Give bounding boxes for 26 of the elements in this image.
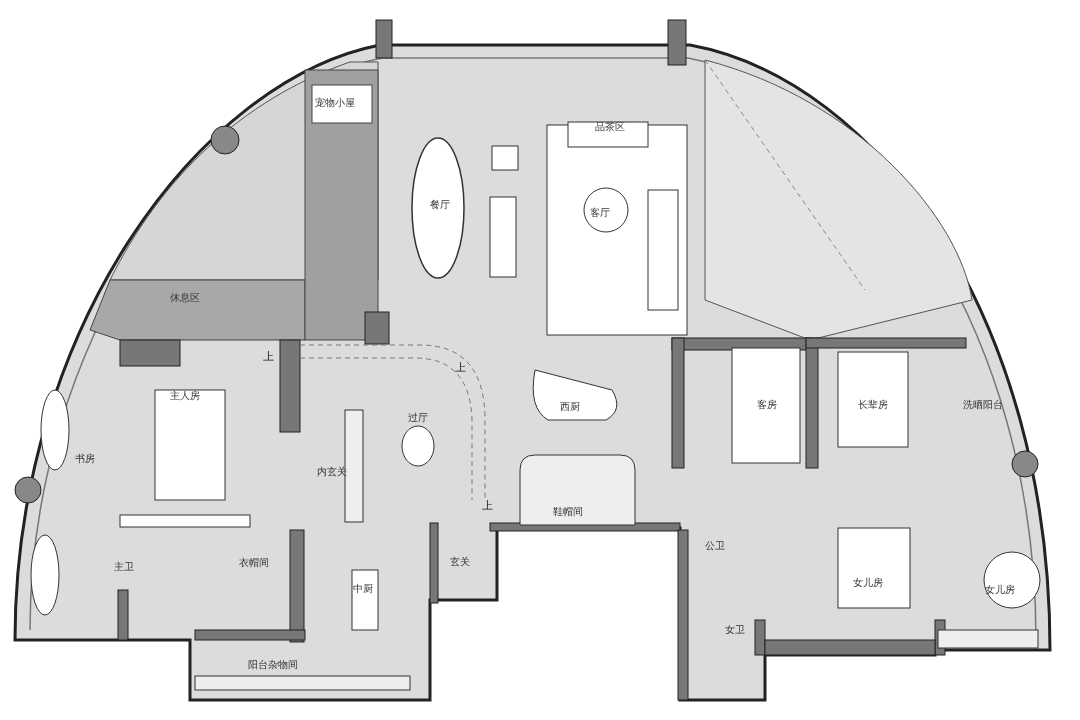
- room-label: 西厨: [560, 402, 580, 412]
- room-label: 客厅: [590, 208, 610, 218]
- room-label: 阳台杂物间: [248, 660, 298, 670]
- room-label: 中厨: [353, 584, 373, 594]
- room-label: 女儿房: [853, 578, 883, 588]
- room-label: 内玄关: [317, 467, 347, 477]
- room-label: 主人房: [170, 391, 200, 401]
- room-label: 女卫: [725, 625, 745, 635]
- room-label: 客房: [757, 400, 777, 410]
- room-label: 洗晒阳台: [963, 400, 1003, 410]
- stair-up-mark: 上: [481, 499, 493, 511]
- stair-up-mark: 上: [454, 361, 466, 373]
- room-label: 餐厅: [430, 200, 450, 210]
- room-label: 公卫: [705, 541, 725, 551]
- room-label: 衣帽间: [239, 558, 269, 568]
- room-label: 长辈房: [858, 400, 888, 410]
- room-label: 过厅: [408, 413, 428, 423]
- room-label: 主卫: [114, 562, 134, 572]
- stair-up-mark: 上: [262, 350, 274, 362]
- room-label: 玄关: [450, 557, 470, 567]
- room-label: 女儿房: [985, 585, 1015, 595]
- room-label: 休息区: [170, 293, 200, 303]
- room-label: 宠物小屋: [315, 98, 355, 108]
- room-label: 鞋帽间: [553, 507, 583, 517]
- room-label: 品茶区: [595, 122, 625, 132]
- room-label: 书房: [75, 454, 95, 464]
